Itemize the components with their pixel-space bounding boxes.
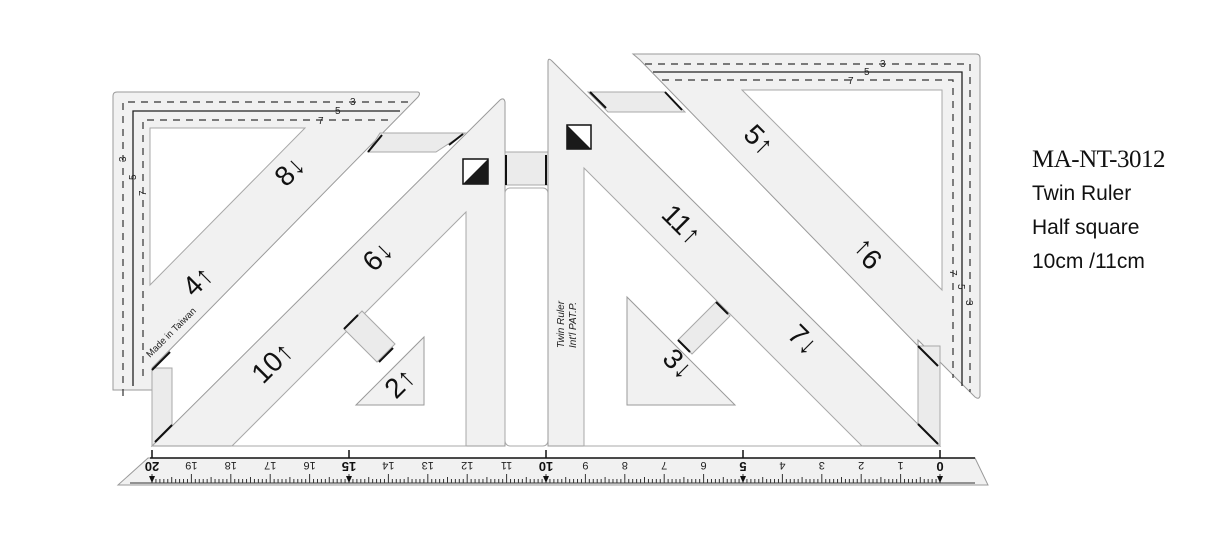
scale-label: 14 [382, 459, 394, 471]
scale-label: 4 [779, 459, 785, 471]
scale-label: 1 [898, 459, 904, 471]
seam-label-5: 5 [335, 106, 341, 117]
scale-label: 10 [539, 459, 553, 474]
scale-label: 6 [701, 459, 707, 471]
scale-label: 5 [739, 459, 746, 474]
top-left-corner-piece: 3 5 7 3 5 7 [112, 91, 420, 396]
seam-label-3-top: 3 [880, 59, 886, 70]
scale-label: 2 [858, 459, 864, 471]
right-leg [917, 345, 941, 448]
scale-label: 11 [501, 459, 512, 471]
product-info: MA-NT-3012 Twin Ruler Half square 10cm /… [1032, 143, 1165, 279]
scale-label: 7 [661, 459, 667, 471]
scale-label: 8 [622, 459, 628, 471]
seam-label-7-top: 7 [848, 76, 854, 87]
product-sizes: 10cm /11cm [1032, 250, 1145, 273]
seam-label-3-side: 3 [963, 300, 974, 306]
seam-label-7: 7 [318, 116, 324, 127]
scale-label: 16 [303, 459, 315, 471]
seam-label-5-top: 5 [864, 67, 870, 78]
seam-label-7-vertical: 7 [138, 190, 149, 196]
scale-label: 19 [185, 459, 197, 471]
half-square-triangle-icon [462, 158, 489, 185]
brand-text-line1: Twin Ruler [556, 300, 567, 348]
seam-label-7-side: 7 [947, 270, 958, 276]
seam-label-5-vertical: 5 [128, 174, 139, 180]
half-square-triangle-icon [566, 124, 592, 150]
scale-label: 9 [582, 459, 588, 471]
scale-label: 15 [342, 459, 356, 474]
product-name: Twin Ruler [1032, 182, 1132, 205]
left-half-square-triangle [150, 98, 506, 447]
scale-label: 17 [264, 459, 276, 471]
scale-label: 3 [819, 459, 825, 471]
connector-top-right [586, 91, 687, 113]
right-half-square-triangle [547, 58, 942, 447]
seam-label-5-side: 5 [955, 284, 966, 290]
scale-label: 12 [461, 459, 473, 471]
scale-label: 18 [225, 459, 237, 471]
scale-label: 0 [936, 459, 943, 474]
center-connector-strip [504, 151, 549, 447]
top-right-corner-piece: 3 5 7 3 5 7 [631, 53, 981, 399]
scale-label: 13 [422, 459, 434, 471]
product-code: MA-NT-3012 [1032, 146, 1165, 173]
seam-label-3-vertical: 3 [118, 156, 129, 162]
product-type: Half square [1032, 216, 1140, 239]
seam-label-3: 3 [350, 97, 356, 108]
scale-label: 20 [145, 459, 159, 474]
brand-text-line2: Int'l PAT.P. [568, 302, 579, 348]
